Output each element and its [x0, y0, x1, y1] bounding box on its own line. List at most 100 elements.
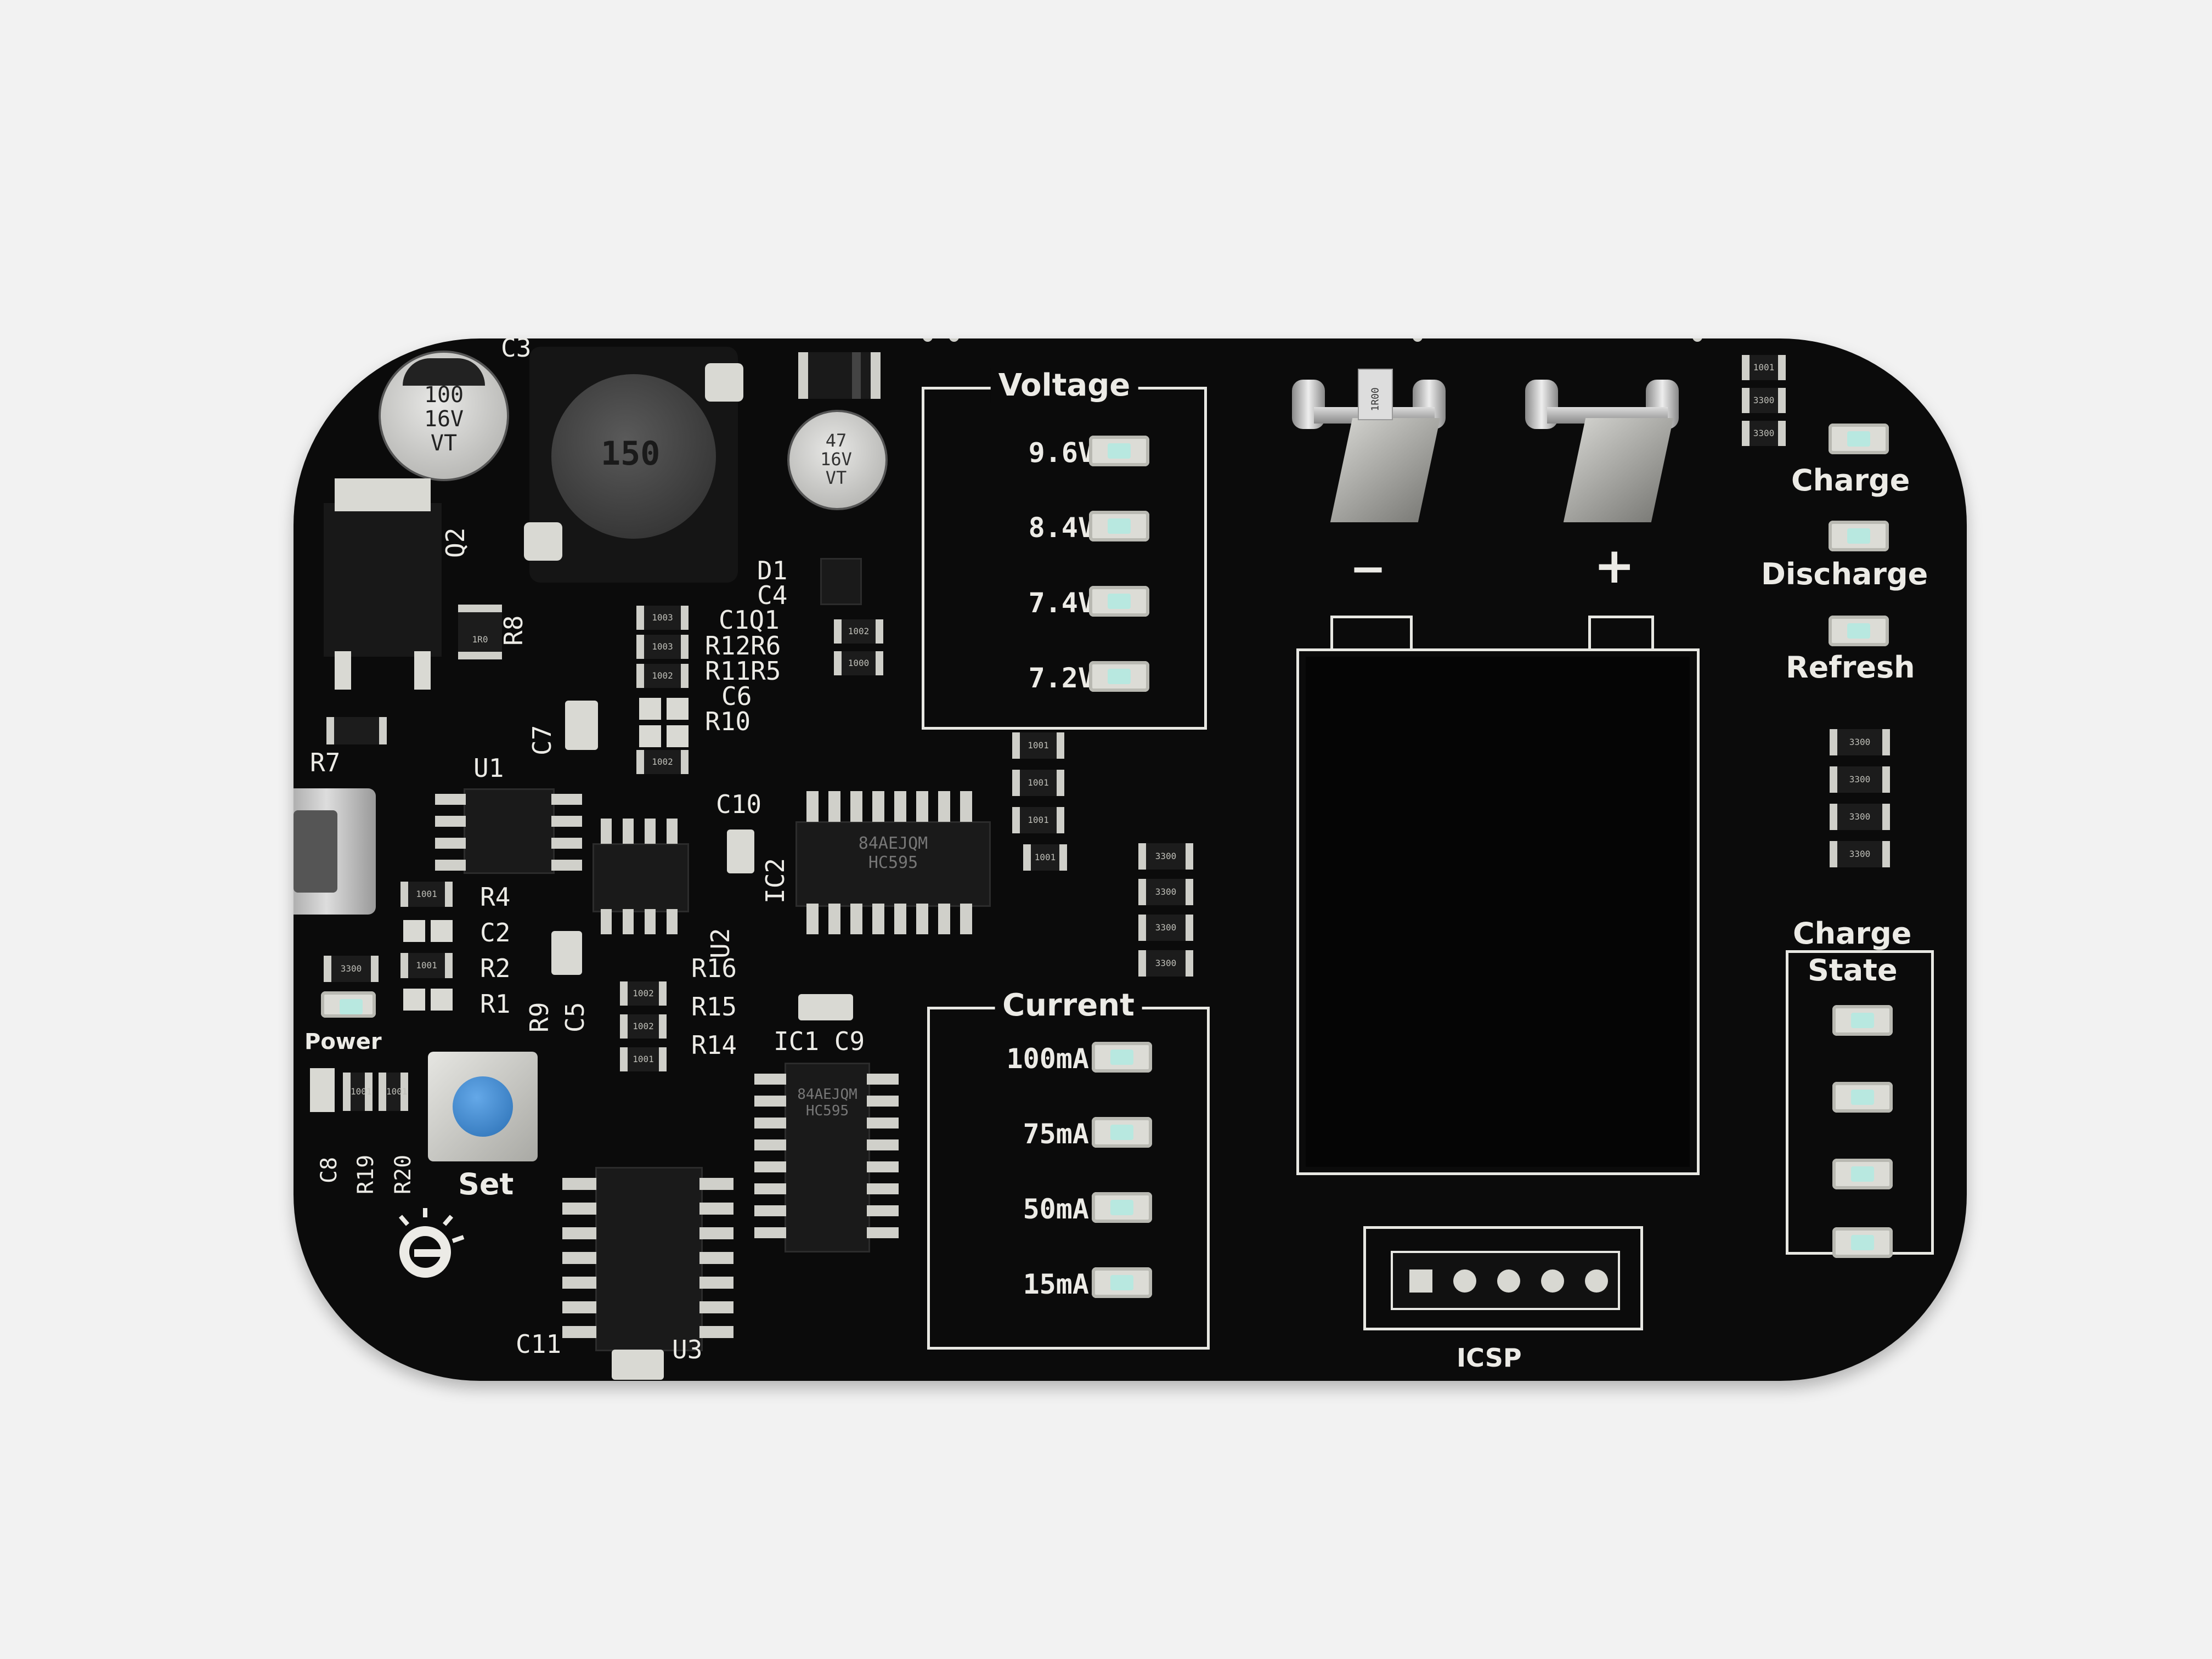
resistor-r7	[326, 717, 387, 744]
cap-c3-voltage: 16V	[424, 407, 464, 432]
label-u3: U3	[672, 1335, 703, 1364]
charge-state-led-3	[1832, 1159, 1893, 1189]
resistor-voltage-2: 1001	[1012, 770, 1064, 796]
label-c4: C4	[757, 580, 788, 610]
resistor-current-4: 3300	[1138, 950, 1193, 977]
charge-state-panel: State	[1786, 950, 1934, 1258]
voltage-led-2	[1089, 511, 1149, 541]
label-c3: C3	[501, 338, 532, 363]
current-led-4	[1092, 1267, 1152, 1298]
label-r19: R19	[353, 1154, 379, 1194]
cap-47-voltage: 16V	[820, 449, 852, 470]
resistor-right-2: 3300	[1742, 388, 1786, 413]
voltage-led-4	[1089, 661, 1149, 692]
resistor-r19: 1001	[343, 1073, 373, 1111]
label-charge-state-1: Charge	[1793, 916, 1912, 951]
shunt-marking: 1R00	[1369, 387, 1381, 411]
resistor-r5: 1000	[834, 651, 883, 675]
resistor-r20: 1001	[379, 1073, 408, 1111]
capacitor-c10	[727, 830, 754, 873]
led-charge	[1829, 424, 1889, 454]
resistor-current-2: 3300	[1138, 879, 1193, 905]
current-label-3: 50mA	[1023, 1193, 1089, 1225]
label-ic1-c9: IC1 C9	[774, 1026, 865, 1056]
battery-outline	[1296, 648, 1700, 1175]
diode-d1	[798, 352, 881, 399]
voltage-title: Voltage	[990, 368, 1138, 403]
resistor-current-1: 3300	[1138, 843, 1193, 870]
label-r11r5: R11R5	[705, 656, 781, 686]
resistor-voltage-1: 1001	[1012, 732, 1064, 759]
current-led-1	[1092, 1042, 1152, 1073]
resistor-r10: 1002	[636, 750, 689, 774]
chip-ic1: 84AEJQM HC595	[785, 1063, 870, 1252]
resistor-state-4: 3300	[1830, 841, 1890, 867]
pcb-board: 100 16V VT C3 150 47 16V VT Q2 1R0 R8 R7	[294, 338, 1967, 1381]
current-label-2: 75mA	[1023, 1118, 1089, 1150]
resistor-r12: 1003	[636, 635, 689, 659]
voltage-label-2: 8.4V	[1028, 512, 1094, 544]
label-r9: R9	[524, 1002, 554, 1032]
resistor-state-1: 3300	[1830, 729, 1890, 755]
label-r10: R10	[705, 707, 751, 736]
label-icsp: ICSP	[1457, 1343, 1522, 1373]
led-power	[321, 991, 376, 1018]
label-d1: D1	[757, 556, 788, 585]
voltage-label-4: 7.2V	[1028, 662, 1094, 694]
resistor-r6: 1002	[834, 619, 883, 644]
chip-u2	[592, 843, 689, 912]
label-power: Power	[304, 1029, 382, 1054]
current-led-2	[1092, 1117, 1152, 1148]
label-r16: R16	[691, 953, 737, 983]
label-c10: C10	[716, 789, 762, 819]
ic2-marking-line1: 84AEJQM	[858, 834, 928, 853]
inductor: 150	[524, 347, 743, 583]
label-r12r6: R12R6	[705, 631, 781, 661]
current-label-1: 100mA	[1006, 1043, 1089, 1075]
label-c5: C5	[560, 1002, 590, 1032]
label-r8: R8	[499, 615, 528, 646]
ic1-marking-line1: 84AEJQM	[797, 1086, 857, 1103]
resistor-right-3: 3300	[1742, 421, 1786, 446]
resistor-r16: 1002	[620, 981, 667, 1006]
label-refresh: Refresh	[1786, 650, 1915, 685]
usb-connector[interactable]	[294, 788, 376, 915]
label-r7: R7	[310, 748, 341, 777]
label-charge-state-2: State	[1808, 953, 1898, 988]
chip-u1	[464, 788, 555, 874]
mosfet-q2	[324, 478, 442, 690]
label-minus: −	[1350, 543, 1387, 594]
resistor-r4: 1001	[400, 882, 453, 907]
resistor-r8: 1R0	[458, 605, 502, 659]
charge-state-led-4	[1832, 1227, 1893, 1258]
logo-icon	[392, 1205, 475, 1288]
capacitor-c8	[310, 1068, 335, 1112]
charge-state-led-2	[1832, 1082, 1893, 1113]
voltage-label-1: 9.6V	[1028, 437, 1094, 469]
label-c1q1: C1Q1	[719, 605, 780, 635]
set-button[interactable]	[428, 1052, 538, 1161]
capacitor-c11	[612, 1350, 664, 1380]
capacitor-c7	[565, 701, 598, 750]
ic2-marking-line2: HC595	[868, 853, 918, 872]
via	[949, 338, 959, 342]
current-title: Current	[995, 988, 1142, 1023]
battery-clip-positive	[1514, 358, 1701, 533]
label-c2: C2	[480, 918, 511, 947]
current-led-3	[1092, 1192, 1152, 1223]
label-c6: C6	[721, 681, 752, 711]
resistor-right-1: 1001	[1742, 355, 1786, 380]
transistor-q1	[820, 558, 862, 605]
label-q2: Q2	[441, 527, 470, 558]
label-set: Set	[458, 1167, 514, 1201]
label-c8: C8	[317, 1156, 342, 1183]
battery-terminal-positive	[1588, 616, 1654, 651]
label-r2: R2	[480, 953, 511, 983]
current-panel: Current 100mA 75mA 50mA 15mA	[927, 988, 1210, 1350]
label-ic2: IC2	[760, 857, 790, 904]
via	[923, 338, 933, 342]
resistor-r2: 1001	[400, 953, 453, 978]
battery-terminal-negative	[1330, 616, 1413, 651]
resistor-power: 3300	[324, 956, 379, 982]
charge-state-led-1	[1832, 1005, 1893, 1036]
